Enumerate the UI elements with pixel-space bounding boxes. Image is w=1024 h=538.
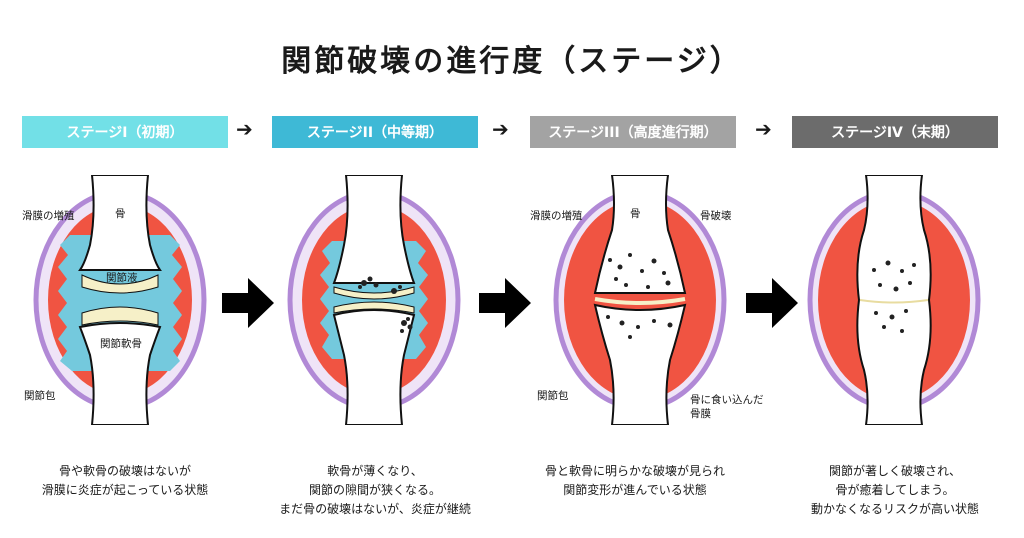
- upper-cartilage: [81, 274, 159, 294]
- big-arrow-2-icon: [479, 278, 531, 328]
- stage-1-joint-diagram: [33, 175, 207, 425]
- s3-label-pannus-2: 骨膜: [690, 408, 711, 420]
- upper-bone: [78, 175, 162, 271]
- stage-1-label: ステージI（初期）: [66, 125, 184, 141]
- lower-cartilage: [333, 301, 415, 314]
- lower-cartilage: [81, 306, 159, 326]
- stage-3-joint-diagram: [553, 175, 727, 425]
- s3-label-bone: 骨: [630, 208, 641, 220]
- stage-3-description: 骨と軟骨に明らかな破壊が見られ 関節変形が進んでいる状態: [515, 462, 755, 500]
- upper-bone: [593, 175, 687, 294]
- fused-bone: [856, 175, 932, 425]
- stage-2-label: ステージII（中等期）: [306, 125, 444, 141]
- stage-3-header: ステージIII（高度進行期）: [530, 116, 736, 148]
- fused-joint-line: [859, 299, 929, 304]
- bone-erosion-debris: [606, 253, 673, 339]
- stage-4-label: ステージIV（末期）: [831, 125, 959, 141]
- arrow-small-2-icon: ➔: [492, 117, 509, 141]
- desc-line: 滑膜に炎症が起こっている状態: [41, 483, 209, 497]
- s1-label-fluid: 関節液: [106, 272, 138, 284]
- destruction-debris: [872, 260, 916, 333]
- lower-bone: [332, 309, 416, 425]
- stage-3-label: ステージIII（高度進行期）: [548, 125, 718, 141]
- page-title: 関節破壊の進行度（ステージ）: [281, 44, 743, 79]
- lower-bone: [593, 303, 687, 425]
- desc-line: 軟骨が薄くなり、: [327, 464, 423, 478]
- arrow-small-1-icon: ➔: [236, 117, 253, 141]
- s3-label-synovium: 滑膜の増殖: [530, 210, 583, 222]
- desc-line: 動かなくなるリスクが高い状態: [810, 502, 979, 516]
- s3-label-pannus-1: 骨に食い込んだ: [690, 394, 764, 406]
- stage-2-description: 軟骨が薄くなり、 関節の隙間が狭くなる。 まだ骨の破壊はないが、炎症が継続: [255, 462, 495, 519]
- desc-line: 骨が癒着してしまう。: [835, 483, 955, 497]
- s1-label-bone: 骨: [115, 208, 126, 220]
- big-arrow-3-icon: [746, 278, 798, 328]
- desc-line: 関節変形が進んでいる状態: [563, 483, 707, 497]
- stage-1-description: 骨や軟骨の破壊はないが 滑膜に炎症が起こっている状態: [5, 462, 245, 500]
- lower-bone: [78, 322, 162, 425]
- joint-line: [594, 297, 686, 305]
- stage-4-description: 関節が著しく破壊され、 骨が癒着してしまう。 動かなくなるリスクが高い状態: [775, 462, 1015, 519]
- stage-1-header: ステージI（初期）: [22, 116, 228, 148]
- s3-label-capsule: 関節包: [537, 390, 569, 402]
- stage-4-joint-diagram: [807, 175, 981, 425]
- s1-label-synovium: 滑膜の増殖: [22, 210, 75, 222]
- s1-label-cartilage: 関節軟骨: [100, 338, 142, 350]
- stage-4-header: ステージIV（末期）: [792, 116, 998, 148]
- upper-bone: [332, 175, 416, 284]
- stage-2-header: ステージII（中等期）: [272, 116, 478, 148]
- arrow-small-3-icon: ➔: [755, 117, 772, 141]
- big-arrow-1-icon: [222, 278, 274, 328]
- desc-line: 関節の隙間が狭くなる。: [308, 483, 441, 497]
- s3-label-bone-destruction: 骨破壊: [700, 210, 732, 222]
- desc-line: まだ骨の破壊はないが、炎症が継続: [279, 502, 471, 516]
- upper-cartilage: [333, 286, 415, 300]
- stage-2-joint-diagram: [287, 175, 461, 425]
- synovium: [564, 200, 716, 400]
- desc-line: 骨や軟骨の破壊はないが: [58, 464, 191, 478]
- debris: [358, 276, 413, 333]
- desc-line: 関節が著しく破壊され、: [828, 464, 962, 478]
- s1-label-capsule: 関節包: [24, 390, 56, 402]
- desc-line: 骨と軟骨に明らかな破壊が見られ: [544, 464, 725, 478]
